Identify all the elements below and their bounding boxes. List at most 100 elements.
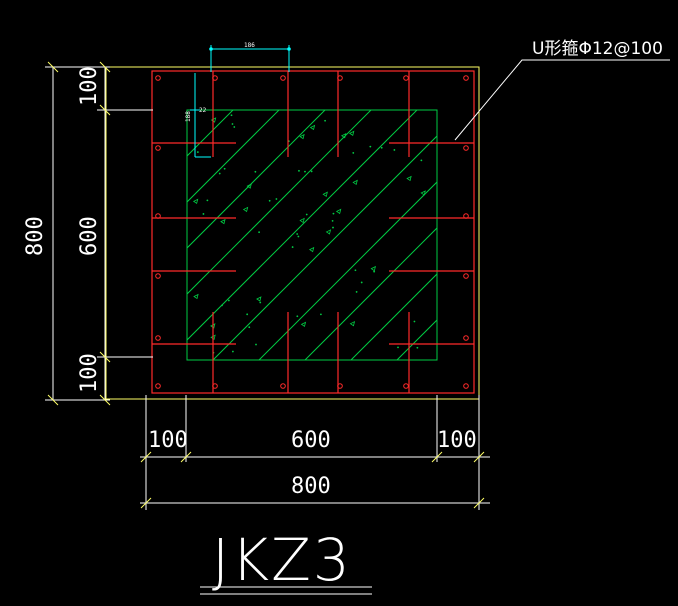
aggregate-dot <box>352 152 355 154</box>
aggregate-dot <box>324 119 326 122</box>
aggregate-dot <box>259 301 262 304</box>
aggregate-dot <box>227 299 230 302</box>
aggregate-mark <box>348 130 355 137</box>
aggregate-dot <box>233 126 236 128</box>
aggregate-dot <box>296 315 299 318</box>
aggregate-dot <box>331 219 334 222</box>
left-dimensions <box>45 66 153 401</box>
rebar-dot <box>212 383 218 389</box>
aggregate-mark <box>322 191 328 197</box>
left-dim-middle: 600 <box>77 216 102 256</box>
aggregate-mark <box>420 190 426 196</box>
aggregate-dot <box>296 233 299 235</box>
aggregate-dot <box>310 170 313 173</box>
hatch-line <box>187 110 326 249</box>
aggregate-mark <box>220 218 226 225</box>
bottom-ticks <box>140 451 485 509</box>
aggregate-dot <box>268 199 271 202</box>
detail-dim-side2: 22 <box>199 107 207 114</box>
aggregate-dot <box>258 231 260 234</box>
bottom-dim-total: 800 <box>291 474 331 499</box>
hatch-line <box>212 135 437 360</box>
aggregate-mark <box>210 117 217 123</box>
aggregate-mark <box>406 175 412 182</box>
aggregate-dot <box>393 149 396 151</box>
aggregate-dot <box>373 270 376 273</box>
hatch-line <box>396 319 437 360</box>
rebar-dot <box>337 75 343 81</box>
aggregate-mark <box>325 229 332 235</box>
aggregate-dot <box>413 320 416 323</box>
aggregate-mark <box>308 246 315 253</box>
aggregate-dot <box>380 146 383 149</box>
aggregate-dot <box>231 350 234 353</box>
bottom-dim-middle: 600 <box>291 428 331 453</box>
drawing-title: JKZ3 <box>212 526 352 594</box>
rebar-dot <box>155 383 161 389</box>
bottom-dimensions <box>140 395 490 510</box>
hatch-line <box>443 110 678 360</box>
aggregate-mark <box>299 133 305 140</box>
rebar-dot <box>280 383 286 389</box>
aggregate-mark <box>256 296 262 302</box>
aggregate-mark <box>299 217 305 224</box>
aggregate-dot <box>291 246 294 248</box>
aggregate-dot <box>230 114 233 117</box>
rebar-dot <box>155 273 161 279</box>
aggregate-mark <box>340 132 347 139</box>
detail-dimension <box>190 45 290 158</box>
bottom-dim-left: 100 <box>148 428 188 453</box>
aggregate-dot <box>218 172 221 175</box>
column-outline <box>105 66 480 400</box>
hatch-line <box>187 110 372 295</box>
rebar-dot <box>155 75 161 81</box>
rebar-dot <box>463 213 469 219</box>
aggregate-mark <box>246 183 252 189</box>
aggregate-dot <box>246 313 249 316</box>
detail-dim-side: 188 <box>185 111 192 122</box>
rebar-dot <box>463 145 469 151</box>
hatch-line <box>304 227 437 360</box>
rebar-dot <box>463 383 469 389</box>
aggregate-mark <box>349 320 356 327</box>
hatch-line <box>187 110 234 157</box>
aggregate-mark <box>370 265 376 272</box>
hatch-line <box>187 110 280 203</box>
aggregate-mark <box>192 198 199 204</box>
hatch-line <box>187 110 418 341</box>
aggregate-dot <box>397 346 399 349</box>
callout-leader <box>454 59 670 141</box>
rebar-dot <box>155 213 161 219</box>
aggregate-dot <box>320 313 322 316</box>
rebar-callout: U形箍Φ12@100 <box>532 39 663 59</box>
aggregate-mark <box>193 293 199 300</box>
aggregate-dot <box>420 159 423 162</box>
concrete-core <box>186 109 678 361</box>
aggregate-dot <box>369 145 372 148</box>
aggregate-dot <box>196 151 199 153</box>
hatch-line <box>258 181 437 360</box>
aggregate-dot <box>223 167 226 170</box>
rebar-dot <box>403 75 409 81</box>
left-dim-total: 800 <box>23 216 48 256</box>
aggregate-dot <box>416 346 419 349</box>
aggregate-dot <box>354 269 357 272</box>
aggregate-dot <box>304 170 306 173</box>
aggregate-dot <box>332 226 334 229</box>
aggregate-mark <box>335 208 342 215</box>
rebar-dot <box>463 273 469 279</box>
rebar-cage <box>151 70 475 394</box>
aggregate-dot <box>231 123 234 125</box>
left-ticks <box>47 61 111 406</box>
rebar-bars <box>155 75 469 389</box>
rebar-dot <box>155 145 161 151</box>
aggregate-mark <box>309 124 316 131</box>
aggregate-dot <box>248 326 251 329</box>
aggregate-dot <box>202 213 205 215</box>
left-dim-top: 100 <box>77 66 102 106</box>
aggregate-dot <box>255 343 257 346</box>
aggregate-dot <box>206 199 209 202</box>
rebar-dot <box>463 75 469 81</box>
rebar-dot <box>280 75 286 81</box>
aggregate-dot <box>332 212 335 215</box>
